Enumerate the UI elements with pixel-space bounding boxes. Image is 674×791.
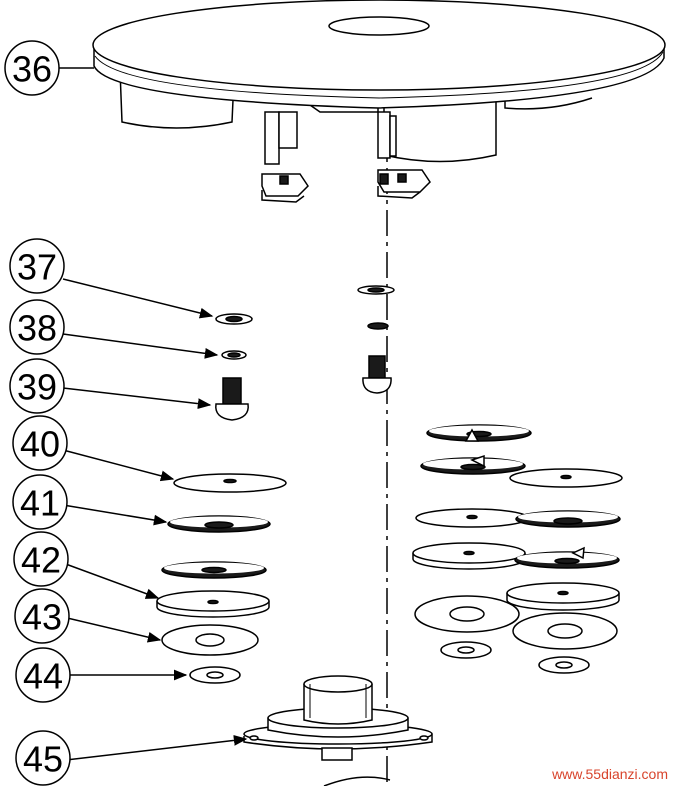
disc-41 [167, 515, 271, 533]
leader-41 [62, 504, 168, 526]
axis-lockwasher-38 [367, 322, 389, 330]
leader-40 [62, 449, 175, 482]
callout-39: 39 [9, 358, 65, 414]
callout-label-43: 43 [22, 597, 62, 638]
callout-label-38: 38 [17, 308, 57, 349]
lockwasher-38 [221, 350, 247, 360]
callout-label-39: 39 [17, 367, 57, 408]
leader-lines [58, 67, 248, 761]
right-discs-group [412, 424, 623, 674]
disc-42-upper [161, 561, 267, 579]
callout-label-41: 41 [20, 483, 60, 524]
axis-washer-37 [357, 285, 395, 295]
callout-45: 45 [15, 730, 71, 786]
callout-label-42: 42 [21, 540, 61, 581]
turntable-plate [92, 0, 666, 203]
leader-42 [62, 562, 160, 599]
disc-42 [156, 590, 270, 618]
callout-label-36: 36 [12, 49, 52, 90]
leader-43 [62, 616, 162, 643]
screw-39 [215, 377, 249, 421]
watermark-text: www.55dianzi.com [552, 766, 668, 782]
axis-screw-39 [362, 355, 392, 394]
leader-37 [62, 278, 214, 319]
washer-43 [161, 624, 259, 656]
leader-38 [62, 333, 219, 359]
callout-38: 38 [9, 299, 65, 355]
callout-label-45: 45 [23, 739, 63, 780]
callout-42: 42 [13, 531, 69, 587]
callout-37: 37 [9, 238, 65, 294]
callout-44: 44 [15, 647, 71, 703]
callout-label-37: 37 [17, 247, 57, 288]
disc-40 [173, 473, 287, 493]
callout-label-40: 40 [20, 424, 60, 465]
callout-36: 36 [4, 40, 60, 96]
callout-43: 43 [14, 588, 70, 644]
washer-37 [215, 313, 253, 325]
leader-39 [62, 387, 212, 409]
callout-label-44: 44 [23, 656, 63, 697]
leader-45 [65, 735, 248, 761]
motor-base-45 [243, 675, 433, 787]
callout-41: 41 [12, 474, 68, 530]
callout-40: 40 [12, 415, 68, 471]
washer-44 [189, 666, 241, 684]
